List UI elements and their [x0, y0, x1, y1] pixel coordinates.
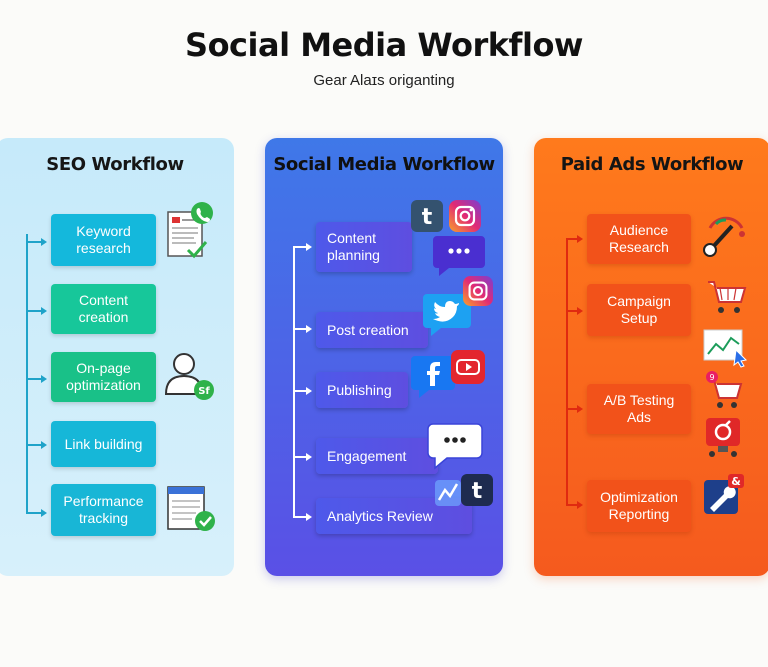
social-connector: [293, 390, 307, 392]
paid-arrow: [577, 307, 583, 315]
social-arrow: [306, 387, 312, 395]
seo-workflow-panel: SEO Workflow Keyword research Content cr…: [0, 138, 234, 576]
seo-step-on-page-optimization: On-page optimization: [51, 352, 156, 402]
paid-step-ab-testing-ads: A/B Testing Ads: [587, 384, 691, 434]
seo-connector: [26, 310, 42, 312]
social-step-publishing: Publishing: [316, 372, 408, 408]
facebook-bubble-icon: [411, 356, 455, 398]
svg-text:t: t: [472, 479, 483, 504]
shopping-cart-icon: [708, 281, 747, 313]
gauge-icon: [703, 216, 745, 257]
line-chart-cursor-icon: [703, 329, 748, 368]
seo-panel-title: SEO Workflow: [46, 154, 184, 175]
paid-arrow: [577, 501, 583, 509]
social-connector: [293, 516, 307, 518]
tumblr-icon: t: [461, 474, 493, 506]
svg-text:&: &: [731, 475, 741, 488]
seo-step-keyword-research: Keyword research: [51, 214, 156, 266]
chat-bubble-icon: [433, 236, 485, 276]
paid-step-campaign-setup: Campaign Setup: [587, 284, 691, 336]
analytics-chart-icon: [435, 480, 461, 506]
browser-check-icon: [167, 486, 215, 531]
document-phone-check-icon: [167, 202, 213, 259]
svg-text:9: 9: [709, 373, 714, 382]
social-arrow: [306, 243, 312, 251]
instagram-icon: [463, 276, 493, 306]
social-step-post-creation: Post creation: [316, 312, 428, 348]
social-connector: [293, 246, 307, 248]
seo-step-link-building: Link building: [51, 421, 156, 467]
page-subtitle: Gear Alаɪs origanting: [313, 72, 455, 89]
paid-arrow: [577, 405, 583, 413]
paid-connector: [566, 238, 578, 240]
seo-step-content-creation: Content creation: [51, 284, 156, 334]
ad-display-icon: [706, 418, 740, 457]
seo-connector: [26, 444, 42, 446]
social-media-workflow-panel: Social Media Workflow Content planning P…: [265, 138, 503, 576]
social-step-engagement: Engagement: [316, 438, 438, 474]
seo-connector: [26, 241, 42, 243]
seo-arrow: [41, 375, 47, 383]
svg-text:Sf: Sf: [198, 386, 210, 397]
svg-text:t: t: [422, 205, 433, 230]
paid-arrow: [577, 235, 583, 243]
social-arrow: [306, 513, 312, 521]
social-step-content-planning: Content planning: [316, 222, 412, 272]
seo-arrow: [41, 509, 47, 517]
paid-step-audience-research: Audience Research: [587, 214, 691, 264]
paid-ads-workflow-panel: Paid Ads Workflow Audience Research Camp…: [534, 138, 768, 576]
instagram-icon: [449, 200, 481, 232]
paid-connector: [566, 408, 578, 410]
twitter-bubble-icon: [423, 294, 471, 336]
user-settings-icon: Sf: [164, 353, 214, 400]
paid-connector-line: [566, 238, 568, 504]
seo-arrow: [41, 441, 47, 449]
page-title: Social Media Workflow: [185, 26, 583, 64]
social-connector-line: [293, 246, 295, 516]
seo-connector: [26, 512, 42, 514]
paid-panel-title: Paid Ads Workflow: [560, 154, 744, 175]
social-panel-title: Social Media Workflow: [273, 154, 495, 175]
wrench-tools-icon: &: [704, 474, 744, 514]
seo-arrow: [41, 307, 47, 315]
seo-connector-line: [26, 234, 28, 514]
paid-step-optimization-reporting: Optimization Reporting: [587, 480, 691, 532]
paid-connector: [566, 504, 578, 506]
seo-connector: [26, 378, 42, 380]
social-arrow: [306, 453, 312, 461]
seo-step-performance-tracking: Performance tracking: [51, 484, 156, 536]
social-arrow: [306, 325, 312, 333]
paid-connector: [566, 310, 578, 312]
seo-arrow: [41, 238, 47, 246]
youtube-icon: [451, 350, 485, 384]
tumblr-icon: t: [411, 200, 443, 232]
social-connector: [293, 328, 307, 330]
social-connector: [293, 456, 307, 458]
comment-bubble-icon: [427, 423, 483, 470]
cart-badge-icon: 9: [706, 371, 743, 408]
